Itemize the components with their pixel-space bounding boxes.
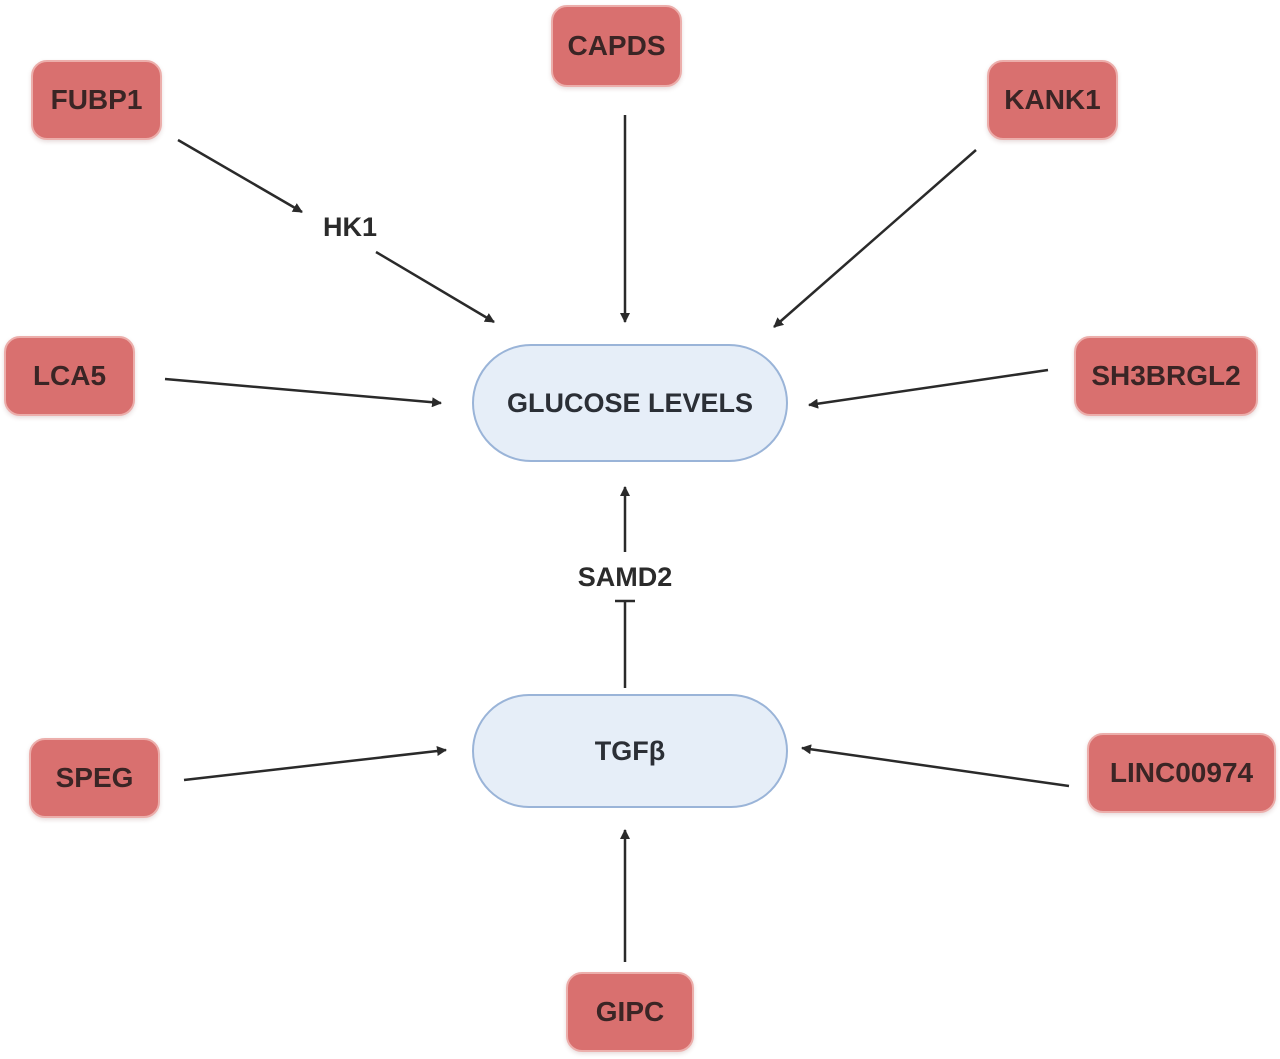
node-fubp1-label: FUBP1 xyxy=(50,84,143,115)
node-sh3brgl2-label: SH3BRGL2 xyxy=(1091,360,1241,391)
node-kank1: KANK1 xyxy=(987,60,1118,140)
node-glucose-levels: GLUCOSE LEVELS xyxy=(472,344,788,462)
edge-lca5-glucose xyxy=(164,377,442,408)
node-glucose-levels-label: GLUCOSE LEVELS xyxy=(506,387,754,418)
node-samd2-label: SAMD2 xyxy=(577,561,673,592)
node-capds: CAPDS xyxy=(551,5,682,87)
node-capds-label: CAPDS xyxy=(567,30,666,61)
node-hk1: HK1 xyxy=(308,206,392,248)
node-speg-label: SPEG xyxy=(55,762,134,793)
node-samd2: SAMD2 xyxy=(556,556,694,598)
edge-linc00974-tgfb xyxy=(801,744,1070,788)
node-linc00974: LINC00974 xyxy=(1087,733,1276,813)
node-speg: SPEG xyxy=(29,738,160,818)
edge-sh3brgl2-glucose xyxy=(808,368,1049,409)
node-lca5-label: LCA5 xyxy=(32,360,107,391)
node-kank1-label: KANK1 xyxy=(1004,84,1101,115)
edge-speg-tgfb xyxy=(183,746,447,782)
node-gipc: GIPC xyxy=(566,972,694,1052)
node-hk1-label: HK1 xyxy=(322,211,377,242)
node-tgfb: TGFβ xyxy=(472,694,788,808)
edge-hk1-glucose xyxy=(375,250,495,324)
node-linc00974-label: LINC00974 xyxy=(1109,757,1254,788)
node-lca5: LCA5 xyxy=(4,336,135,416)
node-gipc-label: GIPC xyxy=(595,996,665,1027)
edge-fubp1-hk1 xyxy=(177,138,303,214)
node-sh3brgl2: SH3BRGL2 xyxy=(1074,336,1258,416)
node-fubp1: FUBP1 xyxy=(31,60,162,140)
edge-kank1-glucose xyxy=(773,149,977,328)
node-tgfb-label: TGFβ xyxy=(594,735,666,766)
